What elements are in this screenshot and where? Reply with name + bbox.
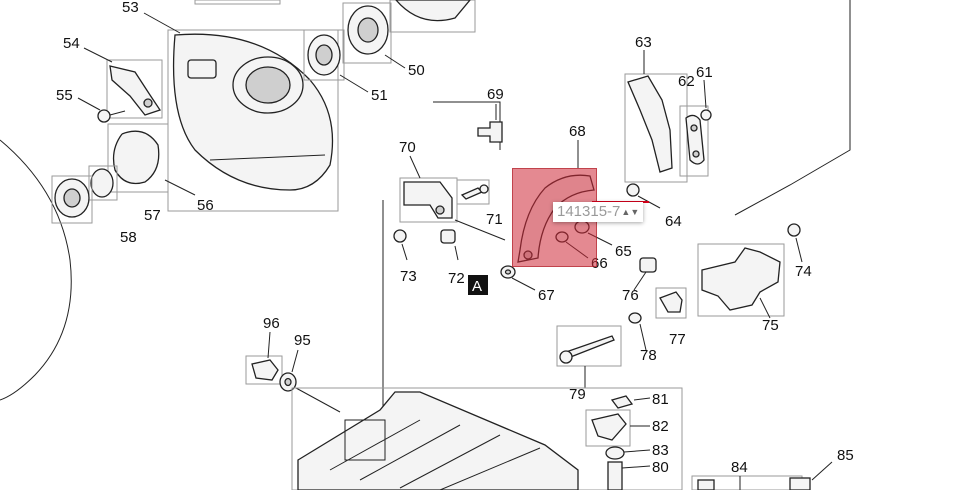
callout-84[interactable]: 84 xyxy=(731,459,748,476)
part-79-pin[interactable] xyxy=(556,325,622,367)
part-72-pin[interactable] xyxy=(440,229,456,244)
callout-71[interactable]: 71 xyxy=(486,211,503,228)
background-arc xyxy=(0,139,72,401)
part-62-plate[interactable] xyxy=(679,105,709,177)
part-83-spring[interactable] xyxy=(605,446,625,460)
callout-78[interactable]: 78 xyxy=(640,347,657,364)
callout-labels: 53 54 55 56 57 58 50 51 69 70 71 72 73 6… xyxy=(56,0,854,476)
background-ref-line xyxy=(734,0,851,216)
callout-58[interactable]: 58 xyxy=(120,229,137,246)
callout-64[interactable]: 64 xyxy=(665,213,682,230)
part-73-nut[interactable] xyxy=(393,229,407,243)
part-number-tooltip[interactable]: 141315-7▲▼ xyxy=(553,202,644,222)
part-64-nut[interactable] xyxy=(626,183,640,197)
callout-85[interactable]: 85 xyxy=(837,447,854,464)
callout-81[interactable]: 81 xyxy=(652,391,669,408)
callout-63[interactable]: 63 xyxy=(635,34,652,51)
callout-69[interactable]: 69 xyxy=(487,86,504,103)
part-61-screw[interactable] xyxy=(700,109,712,121)
callout-72[interactable]: 72 xyxy=(448,270,465,287)
part-67-washer[interactable] xyxy=(500,265,516,279)
marker-a-label: A xyxy=(472,278,482,295)
callout-54[interactable]: 54 xyxy=(63,35,80,52)
callout-62[interactable]: 62 xyxy=(678,73,695,90)
callout-82[interactable]: 82 xyxy=(652,418,669,435)
callout-68[interactable]: 68 xyxy=(569,123,586,140)
part-84-block[interactable] xyxy=(691,475,803,490)
part-top-housing[interactable] xyxy=(194,0,476,33)
callout-53[interactable]: 53 xyxy=(122,0,139,16)
part-95-washer[interactable] xyxy=(279,372,297,392)
callout-65[interactable]: 65 xyxy=(615,243,632,260)
callout-73[interactable]: 73 xyxy=(400,268,417,285)
callout-75[interactable]: 75 xyxy=(762,317,779,334)
callout-67[interactable]: 67 xyxy=(538,287,555,304)
spinner-arrows-icon[interactable]: ▲▼ xyxy=(621,207,640,218)
callout-76[interactable]: 76 xyxy=(622,287,639,304)
part-75-bracket[interactable] xyxy=(697,243,785,317)
part-50-bearing[interactable] xyxy=(342,2,392,64)
part-74-nut[interactable] xyxy=(787,223,801,237)
part-71-screw[interactable] xyxy=(456,179,490,205)
part-56-retaining-ring[interactable] xyxy=(107,123,169,193)
callout-70[interactable]: 70 xyxy=(399,139,416,156)
callout-96[interactable]: 96 xyxy=(263,315,280,332)
part-81-clip[interactable] xyxy=(610,395,634,409)
callout-83[interactable]: 83 xyxy=(652,442,669,459)
base-frame[interactable] xyxy=(291,387,683,490)
callout-74[interactable]: 74 xyxy=(795,263,812,280)
part-63-handle-lever[interactable] xyxy=(624,73,688,183)
part-53-blade-guard[interactable] xyxy=(167,29,339,212)
callout-61[interactable]: 61 xyxy=(696,64,713,81)
part-51-collar[interactable] xyxy=(303,29,345,81)
callout-56[interactable]: 56 xyxy=(197,197,214,214)
part-77-clamp[interactable] xyxy=(655,287,687,319)
callout-50[interactable]: 50 xyxy=(408,62,425,79)
callout-79[interactable]: 79 xyxy=(569,386,586,403)
part-number-text: 141315-7 xyxy=(557,203,621,220)
part-80-bolt[interactable] xyxy=(607,461,623,490)
callout-57[interactable]: 57 xyxy=(144,207,161,224)
callout-80[interactable]: 80 xyxy=(652,459,669,476)
part-96-knob[interactable] xyxy=(245,355,283,385)
callout-55[interactable]: 55 xyxy=(56,87,73,104)
part-69-bolt[interactable] xyxy=(477,121,503,143)
part-85-connector[interactable] xyxy=(789,477,811,490)
part-78-ring[interactable] xyxy=(628,312,642,324)
part-55-screw[interactable] xyxy=(97,109,126,123)
part-76-bolt[interactable] xyxy=(639,257,657,273)
callout-95[interactable]: 95 xyxy=(294,332,311,349)
part-70-bracket[interactable] xyxy=(399,177,458,223)
part-82-cam[interactable] xyxy=(585,409,631,447)
part-58-bearing[interactable] xyxy=(51,175,93,224)
part-57-spacer[interactable] xyxy=(88,165,118,201)
callout-51[interactable]: 51 xyxy=(371,87,388,104)
marker-a: A xyxy=(468,275,488,295)
callout-77[interactable]: 77 xyxy=(669,331,686,348)
part-54-lever[interactable] xyxy=(106,59,163,119)
